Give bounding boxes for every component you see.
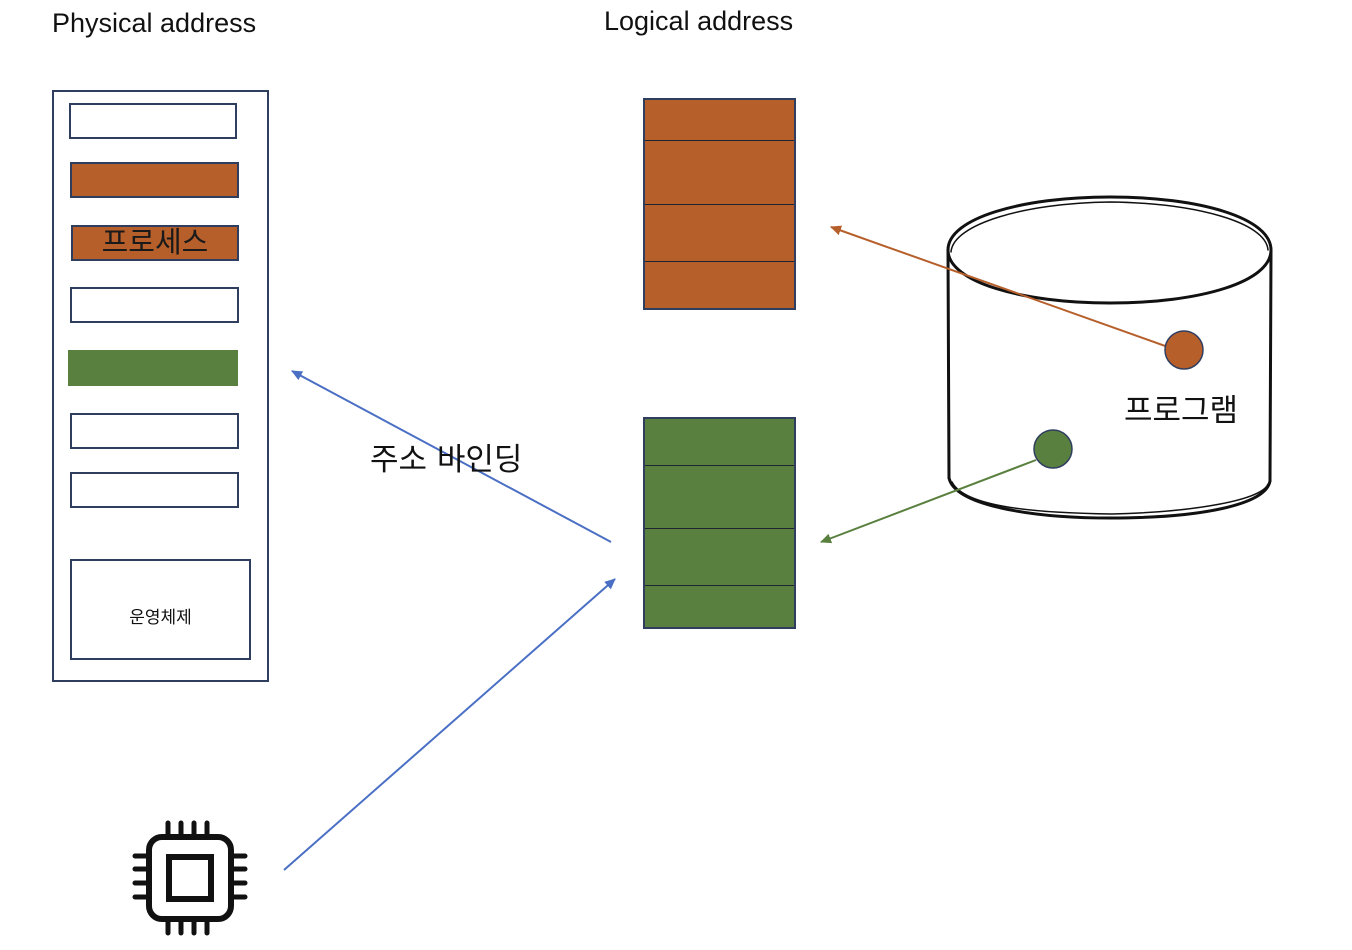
logical-block-green [643,417,796,629]
program-dot-orange [1164,330,1204,370]
logical-green-cell [645,529,794,586]
operating-system-region: 운영체제 [70,559,251,660]
memory-slot-1 [69,103,237,139]
program-dot-green [1033,429,1073,469]
memory-slot-6 [70,413,239,449]
cpu-to-logical-arrow [283,578,616,871]
program-to-logical-orange-arrow [830,225,1169,348]
program-label: 프로그램 [1124,393,1239,429]
memory-slot-process: 프로세스 [71,225,239,261]
address-binding-label: 주소 바인딩 [370,442,523,478]
memory-slot-2 [70,162,239,198]
disk-cylinder-icon [946,195,1273,520]
os-label: 운영체제 [129,608,192,628]
memory-slot-7 [70,472,239,508]
address-binding-arrow [291,370,612,543]
logical-address-title: Logical address [604,6,794,36]
memory-slot-4 [70,287,239,323]
program-to-logical-green-arrow [820,459,1037,544]
physical-address-title: Physical address [52,8,257,38]
logical-orange-cell [645,100,794,141]
physical-memory-frame [52,90,269,682]
logical-green-cell [645,466,794,529]
logical-orange-cell [645,205,794,262]
process-label: 프로세스 [101,225,209,259]
logical-block-orange [643,98,796,310]
logical-green-cell [645,419,794,466]
memory-slot-5 [68,350,238,386]
cpu-chip-icon [132,820,248,936]
logical-orange-cell [645,141,794,205]
